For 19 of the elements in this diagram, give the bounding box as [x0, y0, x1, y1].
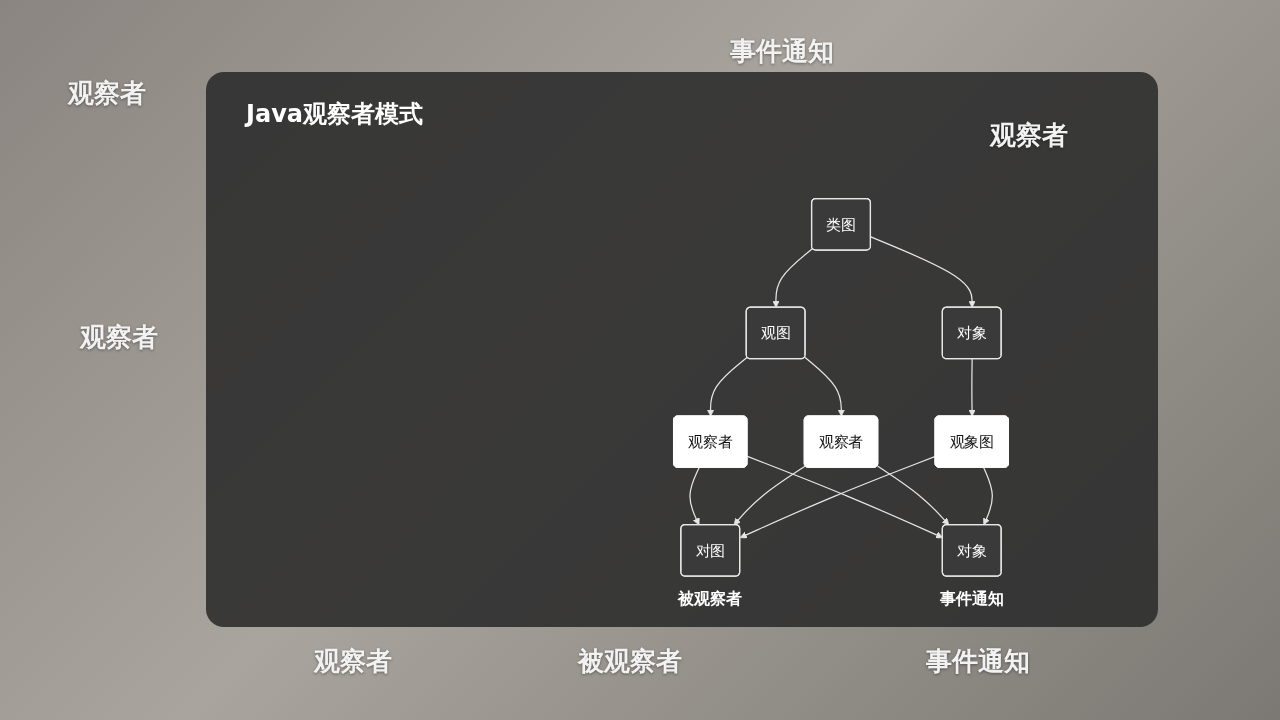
arrow: [804, 356, 845, 417]
arrow: [983, 467, 993, 526]
arrow: [707, 356, 748, 417]
floating-label: 观察者: [68, 77, 146, 110]
floating-label: 观察者: [80, 321, 158, 354]
arrow: [689, 467, 700, 526]
floating-label: 观察者: [990, 119, 1068, 152]
node-caption: 事件通知: [939, 588, 1004, 608]
floating-label: 观察者: [314, 645, 392, 678]
arrow: [876, 465, 950, 526]
diagram-title: Java观察者模式: [246, 99, 423, 130]
floating-label: 被观察者: [578, 645, 682, 678]
arrow: [968, 358, 976, 417]
floating-label: 事件通知: [730, 35, 834, 68]
arrow: [733, 465, 806, 526]
floating-label: 事件通知: [926, 645, 1030, 678]
arrow: [870, 236, 976, 308]
arrow: [772, 247, 814, 308]
node-caption: 被观察者: [678, 588, 743, 608]
